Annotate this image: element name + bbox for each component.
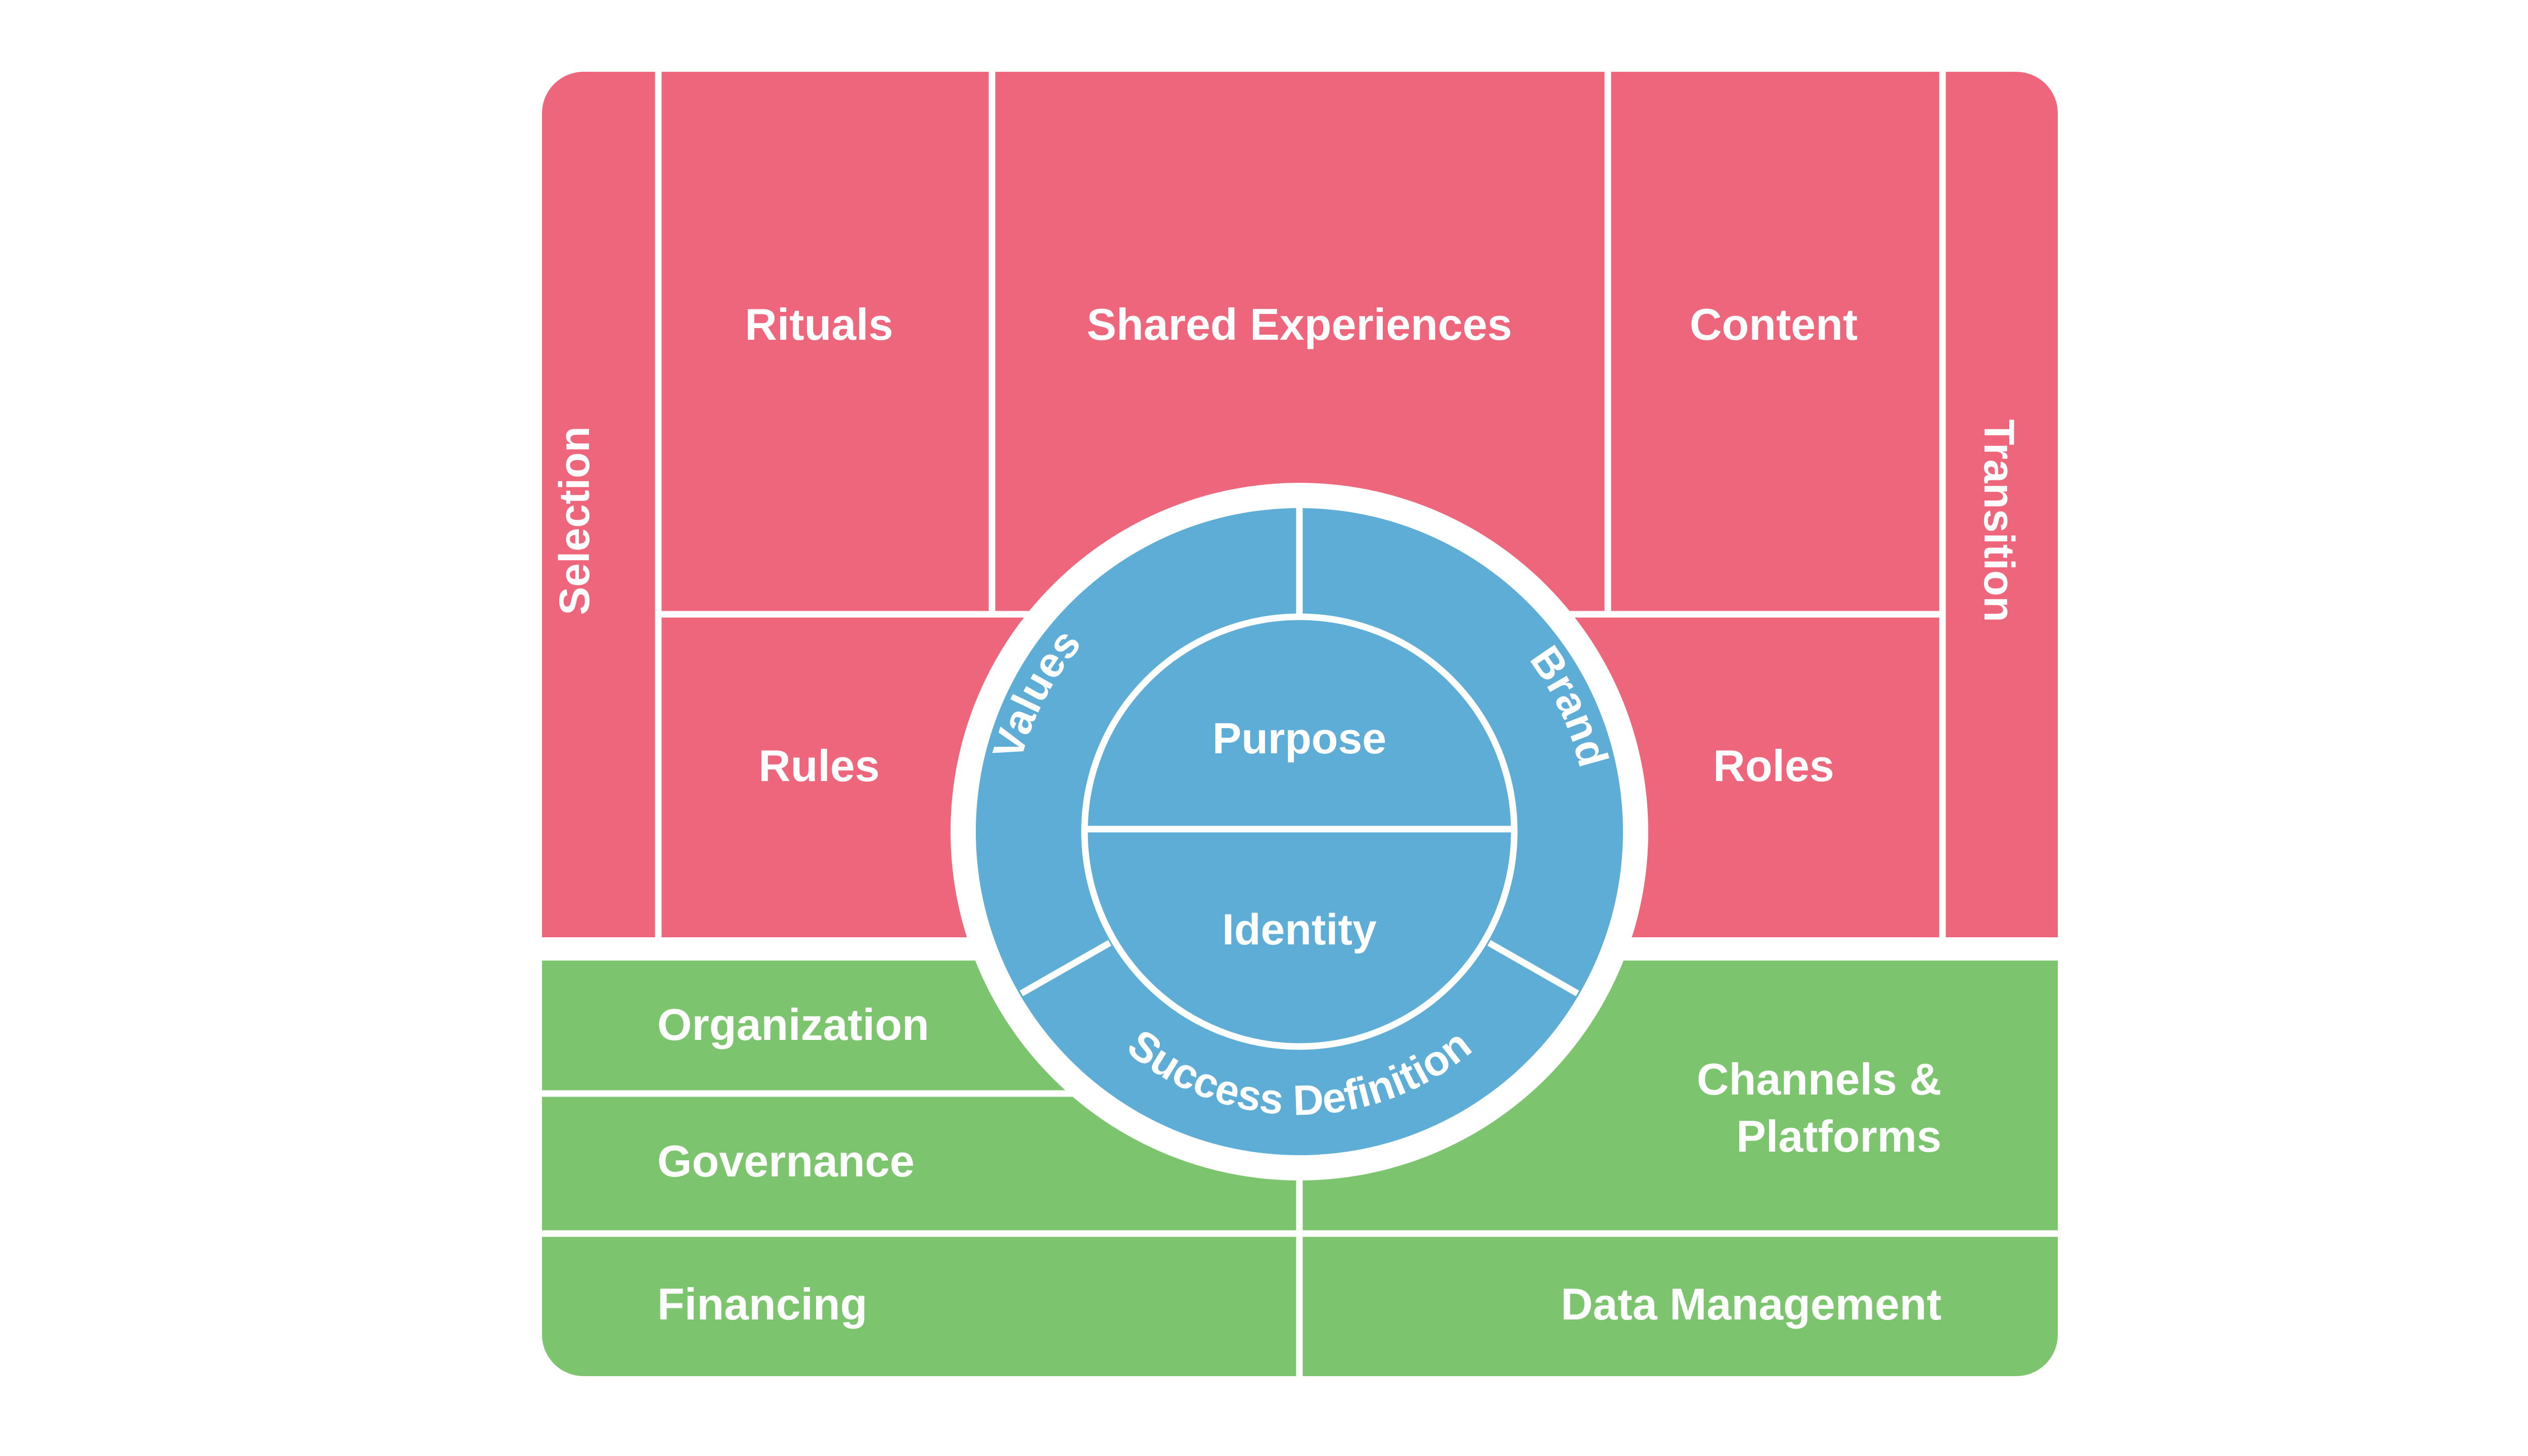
content-label: Content (1690, 299, 1858, 349)
financing-label: Financing (657, 1279, 868, 1329)
transition-label: Transition (1975, 419, 2023, 622)
purpose-label: Purpose (1212, 714, 1386, 763)
shared-experiences-label: Shared Experiences (1087, 299, 1512, 349)
core-circle (951, 483, 1648, 1180)
rules-label: Rules (758, 741, 880, 791)
organization-label: Organization (657, 999, 929, 1050)
channels-label-line1: Channels & (1697, 1054, 1942, 1104)
selection-label: Selection (551, 426, 598, 615)
roles-label: Roles (1713, 741, 1834, 791)
rituals-label: Rituals (745, 299, 893, 349)
identity-label: Identity (1222, 905, 1377, 954)
data-management-label: Data Management (1561, 1279, 1942, 1329)
green-dividers (542, 1090, 2058, 1376)
channels-label-line2: Platforms (1736, 1111, 1942, 1161)
governance-label: Governance (657, 1136, 915, 1186)
